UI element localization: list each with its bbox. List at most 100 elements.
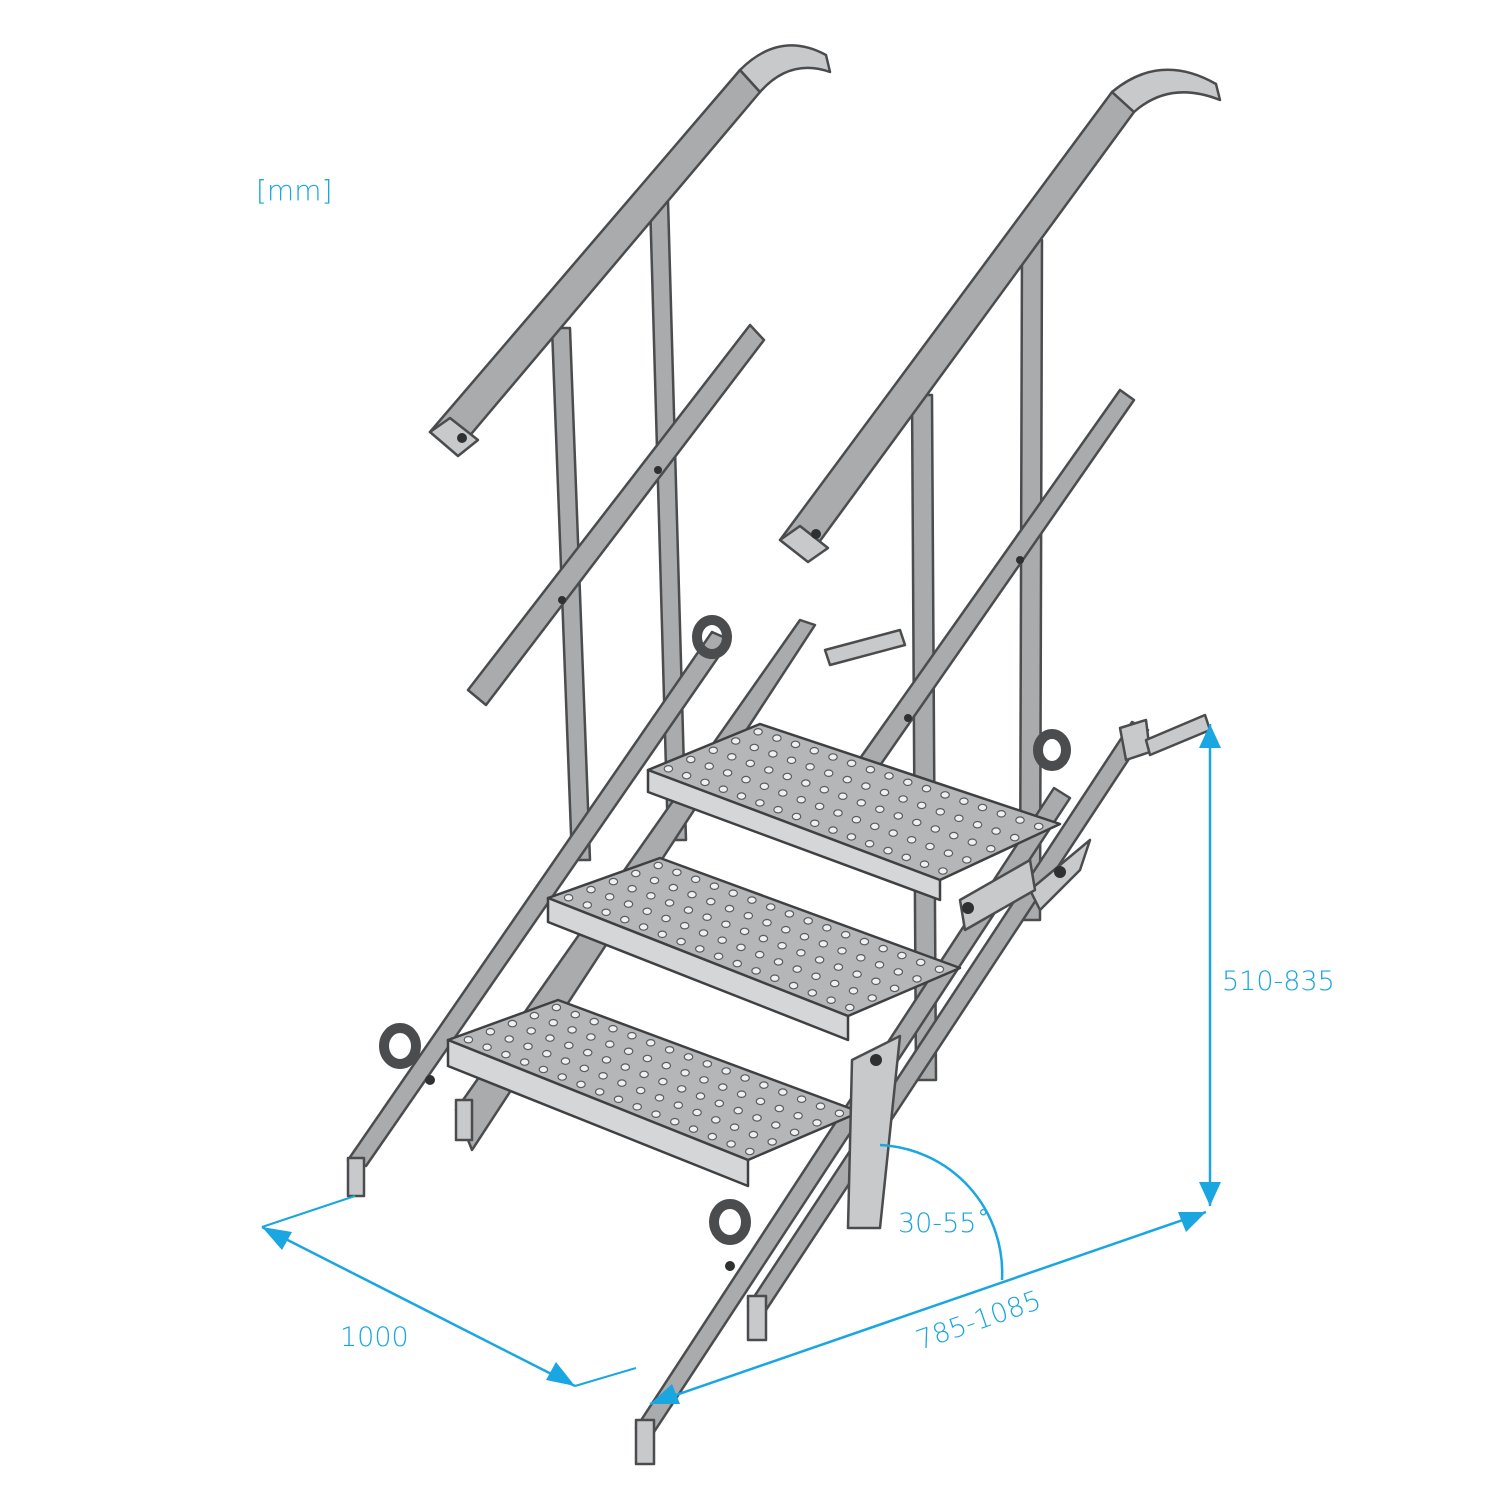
height-arrow-top: [1199, 724, 1221, 748]
tread-hole: [792, 965, 802, 973]
right-inner-foot: [746, 1294, 768, 1342]
tread-hole: [811, 972, 821, 981]
tread-hole: [846, 833, 857, 841]
tread-hole: [972, 820, 983, 829]
angle-label: 30-55˚: [898, 1208, 990, 1239]
tread-hole: [710, 1116, 721, 1124]
bottom-right-ring: [709, 1199, 751, 1245]
tread-hole: [874, 805, 885, 814]
tread-hole: [700, 778, 710, 787]
tread-hole: [759, 782, 770, 791]
tread-hole: [833, 809, 843, 817]
left-mid-rail: [466, 323, 766, 707]
height-label: 510-835: [1222, 966, 1335, 997]
tread-hole: [690, 875, 701, 884]
tread-hole: [695, 1092, 706, 1100]
tread-hole: [879, 788, 890, 797]
tread-hole: [619, 915, 630, 924]
tread-hole: [799, 932, 810, 941]
tread-hole: [702, 913, 712, 922]
tread-hole: [935, 807, 946, 816]
left-foot: [346, 1156, 366, 1198]
tread-hole: [770, 1121, 781, 1129]
hardware: [379, 615, 1212, 1271]
tread-hole: [897, 951, 907, 960]
tread-hole: [769, 974, 780, 983]
tread-hole: [777, 1088, 788, 1096]
tread-hole: [664, 899, 675, 907]
tread-hole: [749, 743, 760, 752]
width-extension-line: [261, 1195, 356, 1228]
tread-hole: [608, 1024, 618, 1033]
tread-hole: [967, 838, 978, 847]
tread-hole: [704, 762, 714, 771]
tread-hole: [869, 822, 880, 831]
tread-hole: [526, 1027, 536, 1035]
right-rail-bolt: [1016, 556, 1024, 564]
tread-hole: [642, 1054, 653, 1063]
tread-hole: [646, 891, 656, 900]
tread-hole: [837, 946, 847, 955]
tread-hole: [705, 897, 716, 906]
top-extension-left: [823, 628, 907, 667]
tread-hole: [604, 892, 615, 901]
tread-hole: [651, 1110, 661, 1119]
tread-hole: [754, 950, 765, 959]
tread-hole: [893, 812, 904, 820]
tread-hole: [865, 765, 876, 774]
tread-hole: [676, 937, 686, 946]
tread-hole: [786, 756, 797, 765]
tread-hole: [793, 1111, 803, 1120]
tread-hole: [774, 1104, 785, 1113]
tread-hole: [589, 1017, 599, 1026]
tread-hole: [563, 893, 574, 902]
tread-hole: [576, 1080, 586, 1089]
tread-hole: [722, 769, 733, 777]
width-arrow-start: [262, 1227, 292, 1250]
tread-hole: [921, 784, 932, 793]
tread-hole: [645, 1039, 656, 1047]
tread-hole: [888, 829, 898, 837]
tread-hole: [630, 869, 641, 878]
tread-hole: [788, 981, 799, 990]
tread-hole: [884, 772, 894, 780]
tread-hole: [861, 782, 871, 790]
tread-hole: [672, 868, 682, 877]
tread-hole: [683, 1053, 694, 1061]
tread-hole: [763, 766, 774, 774]
treads: [446, 722, 1062, 1188]
tread-hole: [915, 958, 926, 967]
unit-label: [mm]: [256, 174, 332, 207]
tread-hole: [809, 819, 820, 828]
tread-hole: [773, 805, 783, 814]
tread-hole: [805, 762, 815, 771]
tread-hole: [796, 948, 806, 957]
tread-hole: [598, 1072, 608, 1080]
tread-hole: [815, 1102, 826, 1111]
tread-hole: [906, 835, 917, 844]
tread-hole: [726, 752, 737, 761]
tread-hole: [765, 903, 776, 911]
tread-hole: [916, 801, 927, 810]
tread-hole: [730, 737, 741, 745]
tread-hole: [773, 958, 784, 966]
width-label: 1000: [340, 1322, 409, 1353]
top-right-ring: [1033, 729, 1071, 771]
tread-hole: [912, 975, 922, 983]
width-extension-line-2: [574, 1367, 637, 1387]
tread-hole: [834, 1109, 845, 1118]
right-top-handrail: [778, 90, 1136, 562]
width-dimension-line: [261, 1225, 576, 1388]
tread-hole: [642, 907, 652, 916]
tread-hole: [878, 944, 888, 953]
length-label: 785-1085: [912, 1285, 1045, 1357]
tread-hole: [893, 968, 904, 976]
tread-hole: [762, 918, 772, 927]
right-handrail-assembly: [778, 68, 1222, 1082]
tread-hole: [859, 937, 870, 946]
tread-hole: [758, 934, 769, 943]
tread-hole: [744, 1147, 755, 1156]
tread-hole: [823, 769, 834, 778]
tread-hole: [874, 960, 885, 969]
length-arrow-start: [650, 1384, 680, 1404]
